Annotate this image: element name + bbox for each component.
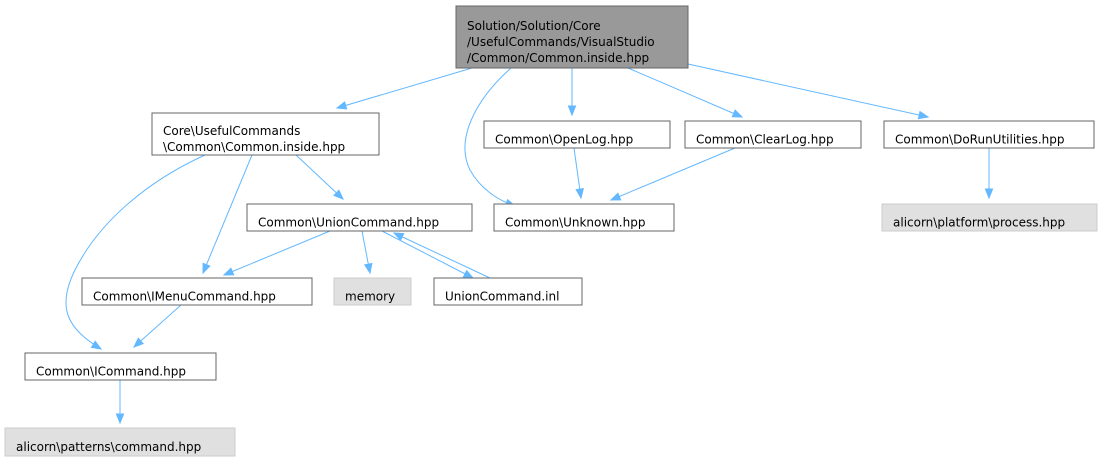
arrowhead <box>363 262 373 275</box>
edge-line <box>687 63 929 118</box>
node-label: alicorn\patterns\command.hpp <box>16 440 201 454</box>
node-openlog[interactable]: Common\OpenLog.hpp <box>483 120 671 149</box>
arrowhead <box>115 413 125 425</box>
node-box <box>493 203 675 232</box>
edge-line <box>65 154 206 350</box>
node-box <box>4 427 236 457</box>
arrowhead <box>575 187 584 200</box>
edge-icommand-to-patterns_command <box>115 380 125 425</box>
node-unknown[interactable]: Common\Unknown.hpp <box>493 203 675 232</box>
node-box <box>684 120 862 149</box>
node-label: Common\OpenLog.hpp <box>495 133 633 147</box>
node-box <box>883 120 1095 149</box>
arrowhead <box>462 269 475 279</box>
arrowhead <box>917 110 930 120</box>
node-box <box>433 277 583 306</box>
edge-root-to-openlog <box>567 68 577 117</box>
edge-line <box>464 67 516 207</box>
node-icommand[interactable]: Common\ICommand.hpp <box>24 352 217 381</box>
arrowhead <box>392 232 405 241</box>
node-label: Common\IMenuCommand.hpp <box>93 290 276 304</box>
arrowhead <box>132 337 144 348</box>
node-label: /Common/Common.inside.hpp <box>467 51 649 65</box>
edge-line <box>202 154 253 274</box>
node-label: Common\Unknown.hpp <box>505 216 645 230</box>
node-label: Common\DoRunUtilities.hpp <box>895 133 1065 147</box>
edge-line <box>336 67 473 109</box>
node-box <box>333 277 412 306</box>
node-dorunutilities[interactable]: Common\DoRunUtilities.hpp <box>883 120 1095 149</box>
edge-core_common_inside-to-unioncommand_hpp <box>295 154 344 200</box>
node-label: Common\ClearLog.hpp <box>696 133 834 147</box>
node-patterns-command: alicorn\patterns\command.hpp <box>4 427 236 457</box>
edge-root-to-dorunutilities <box>687 63 930 120</box>
node-process: alicorn\platform\process.hpp <box>881 203 1098 232</box>
edge-imenucommand-to-icommand <box>132 304 182 348</box>
arrowhead <box>609 192 622 201</box>
edge-dorunutilities-to-process <box>984 148 994 200</box>
node-box <box>151 112 380 156</box>
arrowhead <box>567 105 577 117</box>
node-imenucommand[interactable]: Common\IMenuCommand.hpp <box>81 277 313 306</box>
edge-root-to-clearlog <box>627 67 744 118</box>
node-box <box>81 277 313 306</box>
edge-line <box>627 67 743 118</box>
edge-unioncommand_hpp-to-memory <box>361 230 373 275</box>
node-label: /UsefulCommands/VisualStudio <box>467 35 655 49</box>
edge-line <box>295 154 344 200</box>
node-box <box>24 352 217 381</box>
edge-unioncommand_inl-to-unioncommand_hpp <box>392 232 491 279</box>
arrowhead <box>335 101 348 110</box>
edge-line <box>610 147 736 201</box>
edge-clearlog-to-unknown <box>609 147 736 201</box>
node-unioncommand-inl[interactable]: UnionCommand.inl <box>433 277 583 306</box>
node-label: Solution/Solution/Core <box>467 19 601 33</box>
node-box <box>455 5 689 69</box>
node-root: Solution/Solution/Core/UsefulCommands/Vi… <box>455 5 689 69</box>
edge-line <box>381 230 474 279</box>
edge-line <box>393 232 491 279</box>
edge-line <box>223 230 331 276</box>
arrowhead <box>333 189 344 200</box>
arrowhead <box>222 267 235 276</box>
node-label: memory <box>345 290 395 304</box>
node-box <box>483 120 671 149</box>
arrowhead <box>984 188 994 200</box>
arrowhead <box>731 109 744 118</box>
node-clearlog[interactable]: Common\ClearLog.hpp <box>684 120 862 149</box>
node-label: alicorn\platform\process.hpp <box>893 216 1065 230</box>
node-label: UnionCommand.inl <box>445 290 559 304</box>
node-memory: memory <box>333 277 412 306</box>
edge-line <box>133 304 182 348</box>
node-unioncommand-hpp[interactable]: Common\UnionCommand.hpp <box>246 203 473 232</box>
node-core-common-inside[interactable]: Core\UsefulCommands \Common\Common.inside… <box>151 112 380 156</box>
node-label: \Common\Common.inside.hpp <box>163 140 345 154</box>
node-label: Common\UnionCommand.hpp <box>258 216 439 230</box>
edge-openlog-to-unknown <box>573 147 584 200</box>
arrowhead <box>90 340 103 350</box>
nodes-layer: Solution/Solution/Core/UsefulCommands/Vi… <box>4 5 1098 457</box>
arrowhead <box>202 262 211 275</box>
node-box <box>881 203 1098 232</box>
edge-unioncommand_hpp-to-imenucommand <box>222 230 331 276</box>
edge-core_common_inside-to-imenucommand <box>202 154 253 275</box>
node-box <box>246 203 473 232</box>
edge-unioncommand_hpp-to-unioncommand_inl <box>381 230 475 279</box>
edge-core_common_inside-to-icommand <box>65 154 206 350</box>
node-label: Common\ICommand.hpp <box>36 365 186 379</box>
edge-root-to-core_common_inside <box>335 67 473 110</box>
node-label: Core\UsefulCommands <box>163 124 300 138</box>
